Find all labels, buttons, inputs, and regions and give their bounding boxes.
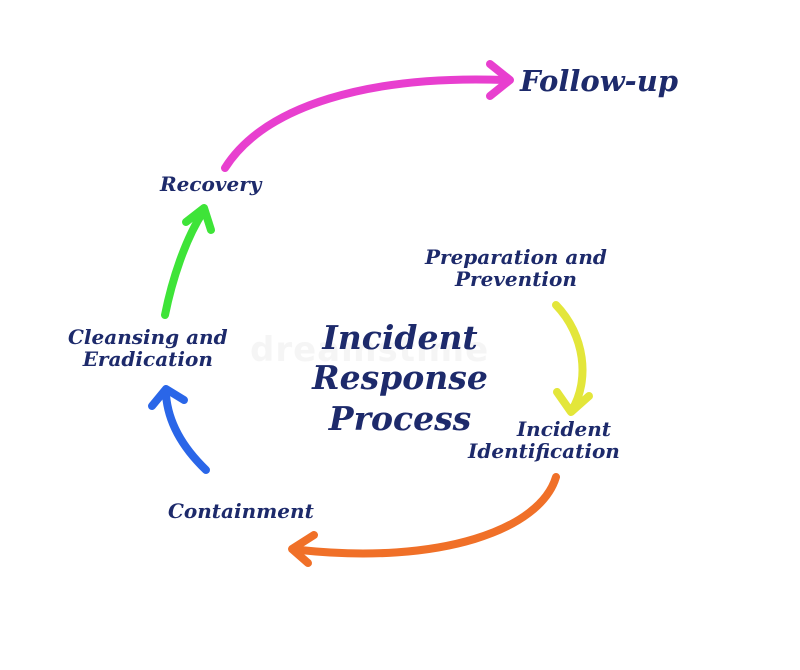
- stage-label: Incident: [516, 417, 611, 441]
- arrow-magenta-head: [486, 60, 514, 100]
- arrow-yellow-shaft: [552, 301, 587, 414]
- stage-label: Identification: [468, 439, 620, 463]
- arrow-green-head: [182, 204, 215, 234]
- stage-incident-identification: Incident Identification: [468, 418, 620, 462]
- arrow-blue-head: [148, 385, 188, 410]
- arrow-blue-shaft: [162, 391, 210, 474]
- arrow-orange-head: [288, 531, 318, 567]
- arrow-recovery-to-followup: [221, 60, 514, 172]
- arrow-green-shaft: [161, 208, 207, 319]
- stage-label: Eradication: [82, 347, 213, 371]
- arrow-yellow-head: [553, 388, 593, 416]
- arrow-preparation-to-identification: [552, 301, 593, 416]
- title-line: Process: [328, 398, 472, 438]
- stage-recovery: Recovery: [160, 173, 261, 195]
- arrow-magenta-shaft: [221, 75, 509, 172]
- watermark: dreamstime: [250, 330, 490, 370]
- stage-containment: Containment: [168, 500, 314, 522]
- stage-follow-up: Follow-up: [520, 64, 679, 98]
- arrow-containment-to-cleansing: [148, 385, 210, 474]
- stage-label: Prevention: [455, 267, 577, 291]
- arrow-identification-to-containment: [288, 473, 560, 567]
- stage-cleansing-eradication: Cleansing and Eradication: [68, 326, 228, 370]
- stage-label: Follow-up: [520, 64, 679, 98]
- stage-label: Containment: [168, 499, 314, 523]
- stage-label: Recovery: [160, 172, 262, 196]
- stage-label: Cleansing and: [68, 325, 228, 349]
- title-line: Response: [312, 358, 488, 398]
- diagram-title: Incident Response Process: [285, 318, 515, 439]
- title-line: Incident: [322, 318, 478, 357]
- arrow-orange-shaft: [296, 473, 560, 558]
- arrow-cleansing-to-recovery: [161, 204, 215, 319]
- stage-preparation-prevention: Preparation and Prevention: [425, 246, 607, 290]
- stage-label: Preparation and: [425, 245, 607, 269]
